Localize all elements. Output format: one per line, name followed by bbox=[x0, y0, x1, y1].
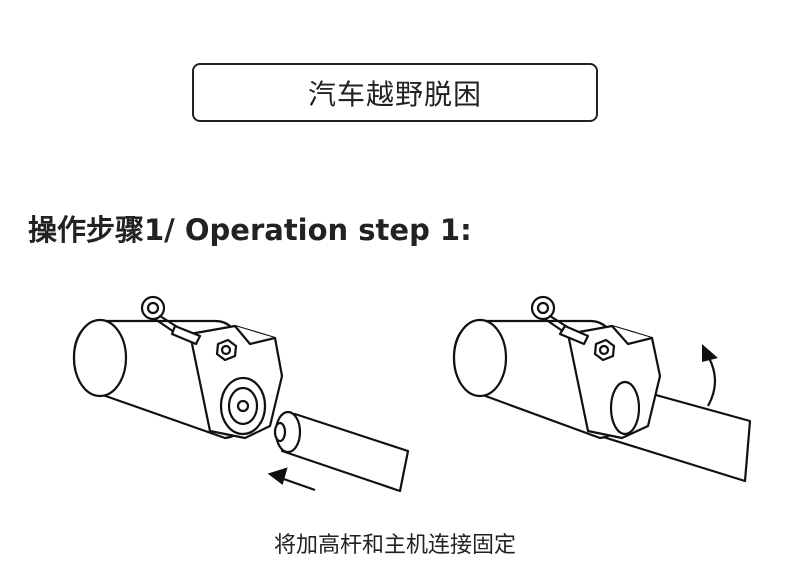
jack-connected-drawing bbox=[452, 295, 752, 483]
illustration-after-connect bbox=[440, 286, 760, 501]
step-heading: 操作步骤1/ Operation step 1: bbox=[28, 213, 472, 247]
page-title: 汽车越野脱困 bbox=[307, 77, 482, 111]
illustration-before-connect bbox=[60, 286, 420, 501]
title-box: 汽车越野脱困 bbox=[192, 63, 598, 122]
jack-separated-drawing bbox=[72, 295, 410, 493]
step-caption: 将加高杆和主机连接固定 bbox=[273, 533, 516, 558]
